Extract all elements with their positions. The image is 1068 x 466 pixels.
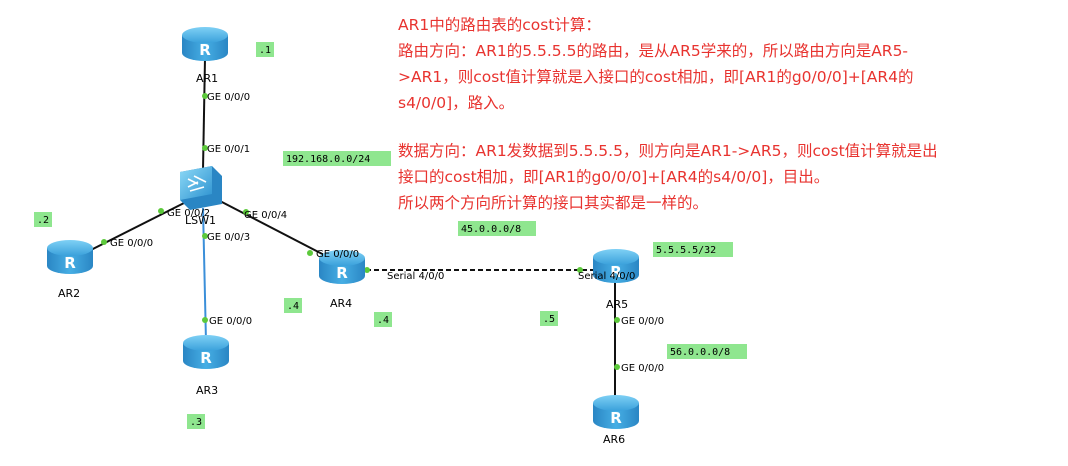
tag-net-serial: 45.0.0.0/8 — [458, 221, 536, 236]
svg-text:.4: .4 — [287, 301, 299, 312]
note-data-direction-1: 数据方向：AR1发数据到5.5.5.5，则方向是AR1->AR5，则cost值计… — [398, 142, 938, 160]
router-ar4[interactable]: R — [319, 250, 365, 284]
svg-text:.1: .1 — [259, 45, 271, 56]
svg-text:.2: .2 — [37, 215, 49, 226]
device-label-lsw1: LSW1 — [185, 214, 216, 227]
port-label-ar5-s400: Serial 4/0/0 — [578, 271, 635, 282]
link-ar1-lsw1 — [202, 57, 206, 171]
switch-arrows-icon — [187, 175, 207, 192]
tag-ar4-host-left: .4 — [284, 298, 302, 313]
tag-ar4-host-right: .4 — [374, 312, 392, 327]
tag-net-lan: 192.168.0.0/24 — [283, 151, 391, 166]
port-label-ar6-g000: GE 0/0/0 — [621, 363, 664, 374]
svg-text:45.0.0.0/8: 45.0.0.0/8 — [461, 224, 521, 235]
router-glyph: R — [64, 254, 76, 272]
device-label-ar4: AR4 — [330, 297, 352, 310]
cost-explanation-note: AR1中的路由表的cost计算： 路由方向：AR1的5.5.5.5的路由，是从A… — [398, 12, 1058, 216]
svg-text:56.0.0.0/8: 56.0.0.0/8 — [670, 347, 730, 358]
note-spacer — [398, 116, 1058, 138]
port-label-ar3-g000: GE 0/0/0 — [209, 316, 252, 327]
device-label-ar2: AR2 — [58, 287, 80, 300]
router-ar3[interactable]: R — [183, 335, 229, 369]
router-glyph: R — [200, 349, 212, 367]
router-glyph: R — [610, 409, 622, 427]
svg-text:.3: .3 — [190, 417, 202, 428]
note-title: AR1中的路由表的cost计算： — [398, 16, 601, 34]
device-label-ar3: AR3 — [196, 384, 218, 397]
port-label-ar4-s400: Serial 4/0/0 — [387, 271, 444, 282]
router-ar5[interactable]: R — [593, 249, 639, 283]
tag-net-loopback: 5.5.5.5/32 — [653, 242, 733, 257]
tag-ar1-host: .1 — [256, 42, 274, 57]
port-label-ar2-g000: GE 0/0/0 — [110, 238, 153, 249]
device-label-ar6: AR6 — [603, 433, 625, 446]
switch-lsw1[interactable] — [180, 166, 222, 210]
note-route-direction-1: 路由方向：AR1的5.5.5.5的路由，是从AR5学来的，所以路由方向是AR5- — [398, 42, 909, 60]
router-ar1[interactable]: R — [182, 27, 228, 61]
port-label-ar1-g000: GE 0/0/0 — [207, 92, 250, 103]
device-label-ar1: AR1 — [196, 72, 218, 85]
port-label-lsw-g003: GE 0/0/3 — [207, 232, 250, 243]
svg-text:192.168.0.0/24: 192.168.0.0/24 — [286, 154, 370, 165]
tag-ar5-host: .5 — [540, 311, 558, 326]
router-glyph: R — [610, 263, 622, 281]
port-label-ar4-g000: GE 0/0/0 — [316, 249, 359, 260]
router-ar6[interactable]: R — [593, 395, 639, 429]
svg-text:.4: .4 — [377, 315, 389, 326]
svg-text:.5: .5 — [543, 314, 555, 325]
port-label-lsw-g004: GE 0/0/4 — [244, 210, 287, 221]
device-label-ar5: AR5 — [606, 298, 628, 311]
note-conclusion: 所以两个方向所计算的接口其实都是一样的。 — [398, 194, 709, 212]
tag-ar3-host: .3 — [187, 414, 205, 429]
note-route-direction-3: s4/0/0]，路入。 — [398, 94, 515, 112]
router-glyph: R — [336, 264, 348, 282]
tag-net-ar56: 56.0.0.0/8 — [667, 344, 747, 359]
note-data-direction-2: 接口的cost相加，即[AR1的g0/0/0]+[AR4的s4/0/0]，目出。 — [398, 168, 830, 186]
router-glyph: R — [199, 41, 211, 59]
port-label-ar5-g000: GE 0/0/0 — [621, 316, 664, 327]
router-ar2[interactable]: R — [47, 240, 93, 274]
port-label-lsw-g001: GE 0/0/1 — [207, 144, 250, 155]
tag-ar2-host: .2 — [34, 212, 52, 227]
note-route-direction-2: >AR1，则cost值计算就是入接口的cost相加，即[AR1的g0/0/0]+… — [398, 68, 914, 86]
link-lsw1-ar4 — [217, 199, 331, 259]
svg-text:5.5.5.5/32: 5.5.5.5/32 — [656, 245, 716, 256]
port-label-lsw-g002: GE 0/0/2 — [167, 208, 210, 219]
link-lsw1-ar2 — [74, 199, 191, 259]
port-dots — [101, 93, 620, 370]
